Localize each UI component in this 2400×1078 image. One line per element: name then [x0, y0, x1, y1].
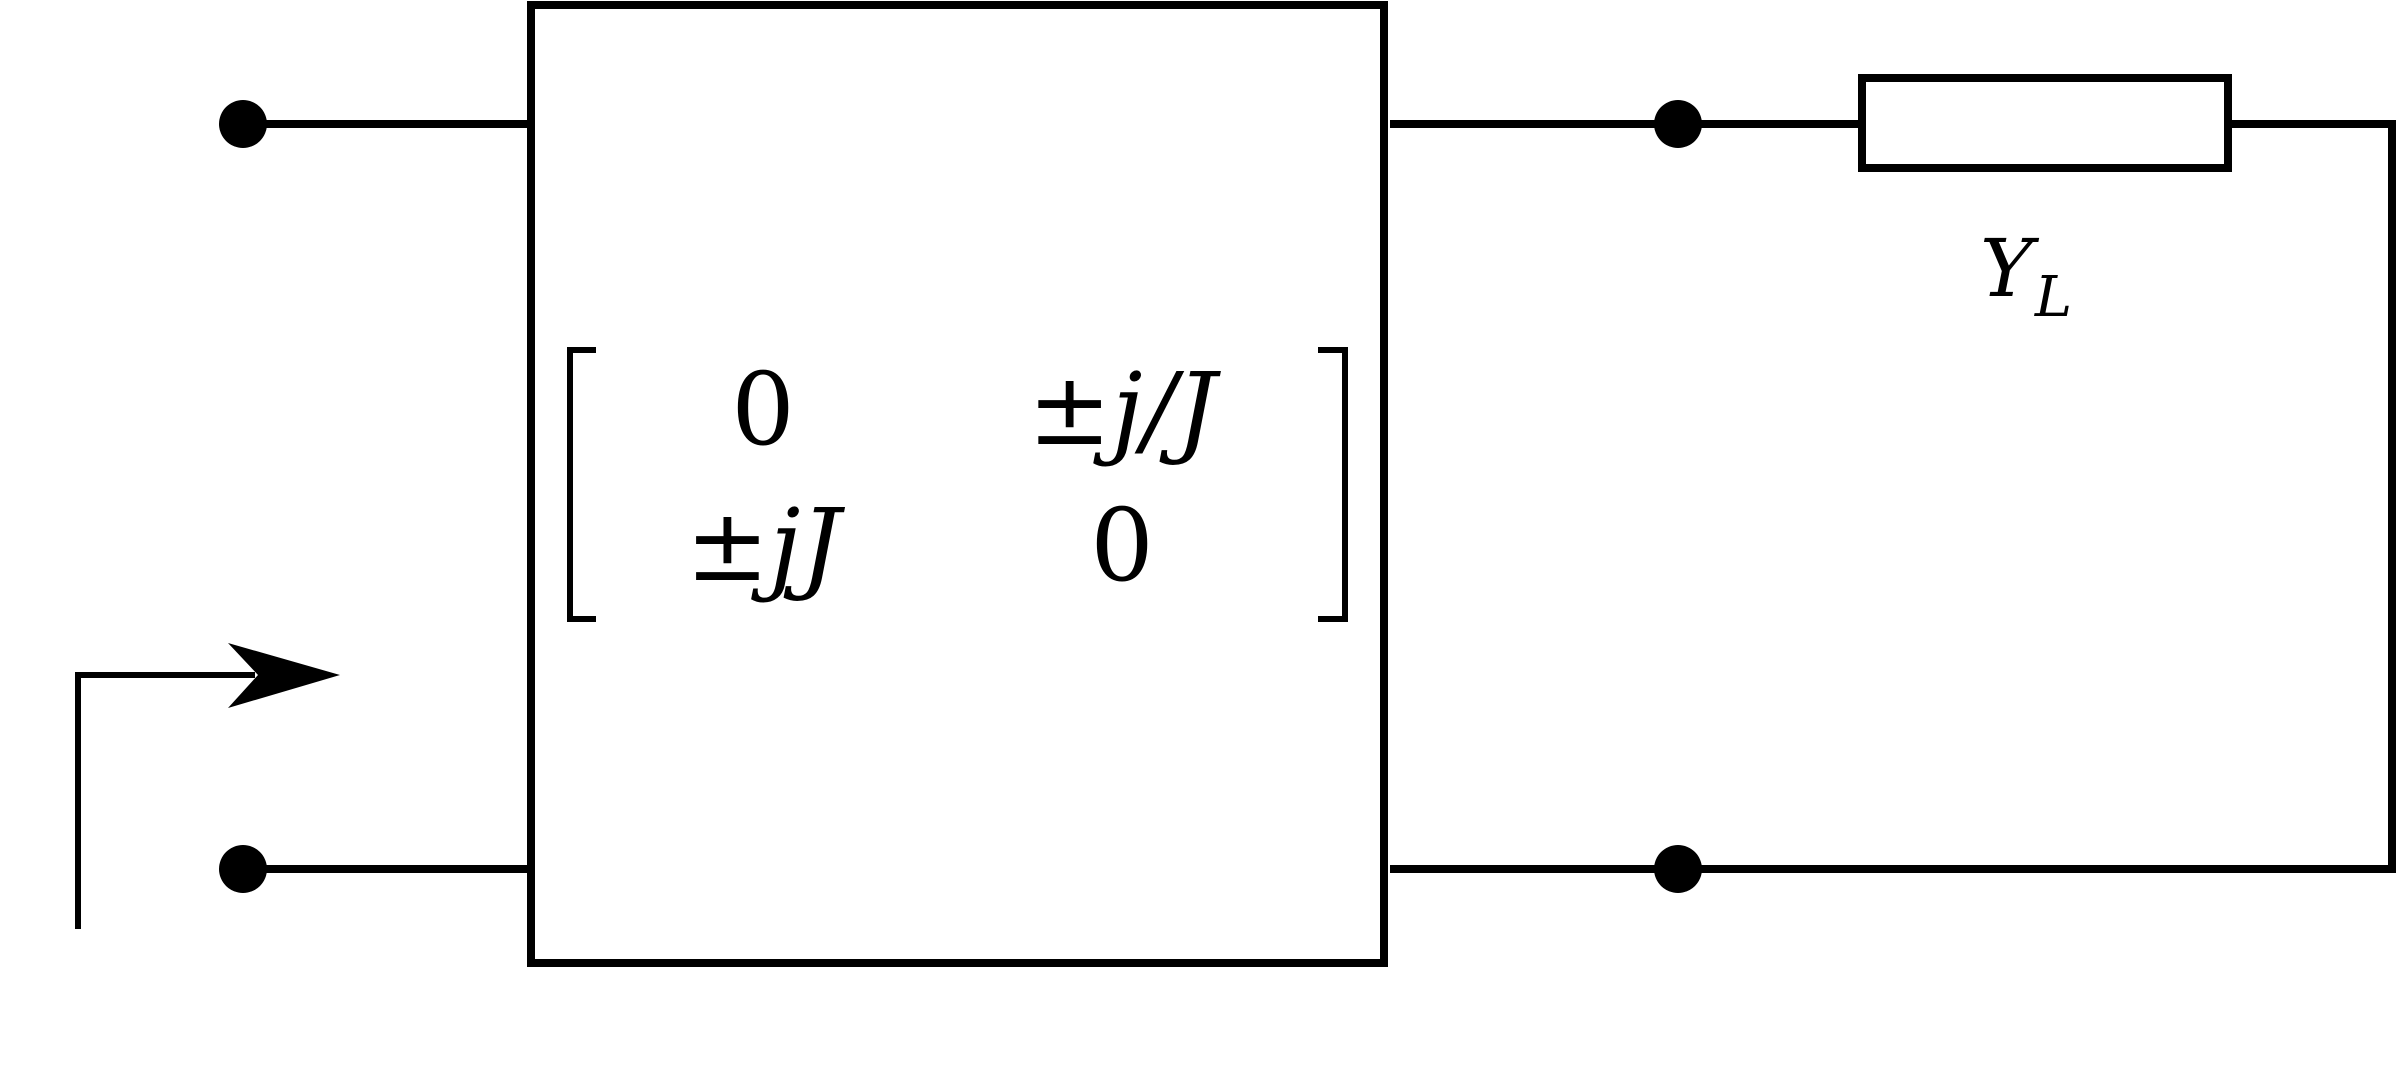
- two-port-network-box: [527, 1, 1388, 967]
- matrix-right-bracket: [1318, 347, 1348, 622]
- output-top-terminal: [1654, 100, 1702, 148]
- load-admittance-resistor: [1858, 74, 2232, 172]
- input-direction-arrow-head: [228, 643, 340, 708]
- output-bottom-terminal: [1654, 845, 1702, 893]
- matrix-r2c1: ±jJ: [686, 487, 846, 604]
- input-bottom-terminal: [219, 845, 267, 893]
- matrix-r2c2: 0: [1090, 487, 1154, 604]
- matrix-r1c1: 0: [731, 351, 795, 468]
- matrix-r1c2: ±j/J: [1028, 351, 1221, 468]
- load-label-main: Y: [1980, 222, 2040, 315]
- input-direction-arrow-line: [75, 672, 255, 929]
- matrix-left-bracket: [567, 347, 596, 622]
- load-label-sub: L: [2034, 265, 2072, 330]
- load-label: YL: [1980, 222, 2072, 330]
- input-top-terminal: [219, 100, 267, 148]
